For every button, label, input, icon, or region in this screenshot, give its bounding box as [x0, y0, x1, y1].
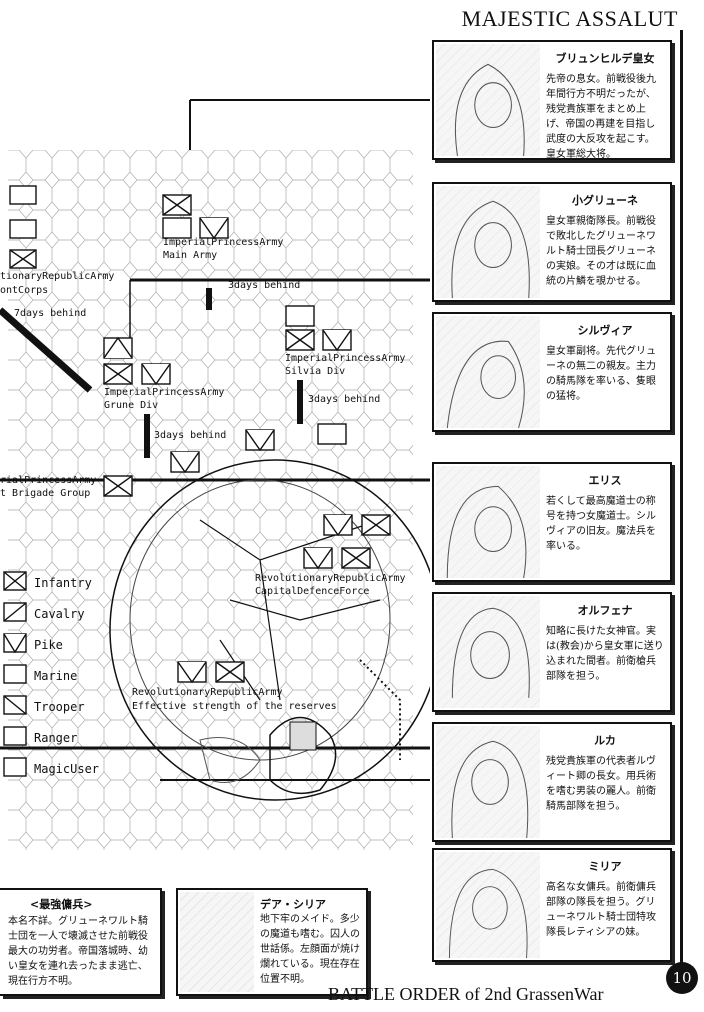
page-number: 10	[666, 962, 698, 994]
note-heading: デア・シリア	[260, 898, 326, 911]
character-card: 小グリューネ 皇女軍親衛隊長。前戦役で敗北したグリューネワルト騎士団長グリューネ…	[432, 182, 672, 302]
castle-area	[269, 716, 337, 795]
footer-title: BATTLE ORDER of 2nd GrassenWar	[328, 984, 604, 1004]
character-name: ルカ	[594, 734, 616, 747]
character-portrait	[436, 44, 540, 156]
phase-marker	[144, 414, 150, 458]
battle-map	[0, 99, 430, 850]
character-name: オルフェナ	[577, 604, 633, 617]
character-card: シルヴィア 皇女軍副将。先代グリューネの無二の親友。主力の騎馬隊を率いる、隻眼の…	[432, 312, 672, 432]
timing-label: 3days behind	[308, 394, 381, 405]
hex-grid	[8, 150, 413, 850]
legend-ranger: Ranger	[34, 731, 78, 745]
legend-cavalry: Cavalry	[34, 607, 85, 621]
legend-trooper: Trooper	[34, 700, 85, 714]
character-card: ミリア 高名な女傭兵。前衛傭兵部隊の隊長を担う。グリューネワルト騎士団特攻隊長レ…	[432, 848, 672, 962]
character-name: ブリュンヒルデ皇女	[555, 52, 655, 65]
phase-marker	[297, 380, 303, 424]
unit-sublabel: ontCorps	[0, 285, 49, 296]
legend-magicuser: MagicUser	[34, 762, 100, 776]
character-card: ブリュンヒルデ皇女 先帝の息女。前戦役後九年間行方不明だったが、残党貴族軍をまと…	[432, 40, 672, 160]
unit-counters	[9, 185, 391, 684]
timing-label: 3days behind	[154, 430, 227, 441]
legend-marine: Marine	[34, 669, 78, 683]
unit-sublabel: Main Army	[163, 250, 218, 261]
legend-pike: Pike	[34, 638, 63, 652]
unit-label: tionaryRepublicArmy	[0, 271, 115, 282]
character-description: 皇女軍副将。先代グリューネの無二の親友。主力の騎馬隊を率いる、隻眼の猛将。	[546, 346, 656, 402]
legend-infantry: Infantry	[34, 576, 92, 590]
note-box: <最強傭兵> 本名不詳。グリューネワルト騎士団を一人で壊滅させた前戦役最大の功労…	[0, 888, 162, 996]
character-description: 残党貴族軍の代表者ルヴィート卿の長女。用兵術を嗜む男装の麗人。前衛騎馬部隊を担う…	[546, 756, 656, 812]
unit-label: rialPrincessArmy	[0, 475, 97, 486]
unit-sublabel: Grune Div	[104, 400, 159, 411]
character-description: 先帝の息女。前戦役後九年間行方不明だったが、残党貴族軍をまとめ上げ、帝国の再建を…	[546, 74, 656, 160]
character-name: シルヴィア	[577, 324, 633, 337]
capital-boundary	[109, 459, 430, 801]
character-description: 知略に長けた女神官。実は(教会)から皇女軍に送り込まれた間者。前衛槍兵部隊を担う…	[546, 626, 664, 682]
character-portrait	[436, 726, 540, 838]
character-portrait	[436, 852, 540, 958]
unit-sublabel: t Brigade Group	[0, 488, 91, 499]
page-title: MAJESTIC ASSALUT	[461, 6, 678, 31]
phase-marker	[206, 288, 212, 310]
character-portrait	[436, 316, 540, 428]
character-portrait	[436, 466, 540, 578]
character-portrait	[180, 892, 254, 992]
note-body: 地下牢のメイド。多少の魔道も嗜む。囚人の世話係。左顔面が焼け爛れている。現在存在…	[260, 914, 360, 985]
note-box: デア・シリア 地下牢のメイド。多少の魔道も嗜む。囚人の世話係。左顔面が焼け爛れて…	[176, 888, 368, 996]
contour	[199, 737, 261, 783]
rail-line	[359, 659, 401, 760]
castle-icon	[289, 721, 317, 751]
unit-sublabel: Effective strength of the reserves	[132, 701, 337, 712]
phase-line	[0, 307, 93, 393]
unit-label: ImperialPrincessArmy	[163, 237, 284, 248]
title-rule	[680, 30, 683, 970]
timing-label: 3days behind	[228, 280, 301, 291]
unit-label: ImperialPrincessArmy	[104, 387, 225, 398]
unit-label: RevolutionaryRepublicArmy	[132, 687, 283, 698]
character-name: 小グリューネ	[572, 194, 638, 207]
character-description: 若くして最高魔道士の称号を持つ女魔道士。シルヴィアの旧友。魔法兵を率いる。	[546, 496, 656, 552]
legend-symbols	[3, 571, 27, 777]
character-name: ミリア	[588, 860, 622, 873]
unit-label: ImperialPrincessArmy	[285, 353, 406, 364]
timing-label: 7days behind	[14, 308, 87, 319]
unit-label: RevolutionaryRepublicArmy	[255, 573, 406, 584]
note-heading: <最強傭兵>	[30, 898, 93, 911]
character-card: オルフェナ 知略に長けた女神官。実は(教会)から皇女軍に送り込まれた間者。前衛槍…	[432, 592, 672, 712]
unit-sublabel: CapitalDefenceForce	[255, 586, 370, 597]
character-name: エリス	[588, 474, 622, 487]
character-portrait	[436, 596, 540, 708]
note-body: 本名不詳。グリューネワルト騎士団を一人で壊滅させた前戦役最大の功労者。帝国落城時…	[8, 916, 148, 987]
character-card: エリス 若くして最高魔道士の称号を持つ女魔道士。シルヴィアの旧友。魔法兵を率いる…	[432, 462, 672, 582]
unit-sublabel: Silvia Div	[285, 366, 346, 377]
character-description: 高名な女傭兵。前衛傭兵部隊の隊長を担う。グリューネワルト騎士団特攻隊長レティシア…	[546, 882, 656, 938]
character-card: ルカ 残党貴族軍の代表者ルヴィート卿の長女。用兵術を嗜む男装の麗人。前衛騎馬部隊…	[432, 722, 672, 842]
character-portrait	[436, 186, 540, 298]
roads	[199, 519, 381, 701]
character-description: 皇女軍親衛隊長。前戦役で敗北したグリューネワルト騎士団長グリューネの実娘。その才…	[546, 216, 656, 287]
